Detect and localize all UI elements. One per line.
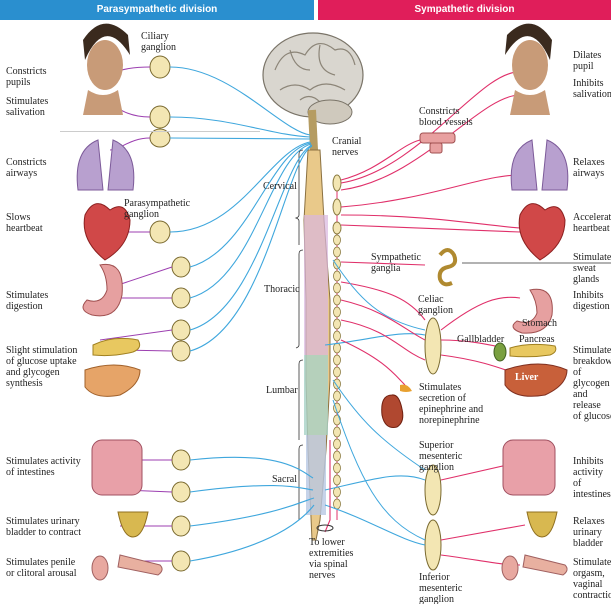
gallbladder-icon — [494, 343, 506, 361]
chain-ganglion — [334, 247, 341, 257]
label-inhibits-salivation: Inhibits salivation — [573, 78, 611, 100]
label-constricts-pupils: Constricts pupils — [6, 66, 47, 88]
label-arousal: Stimulates penile or clitoral arousal — [6, 557, 77, 579]
ganglia — [150, 56, 441, 571]
label-slows-heartbeat: Slows heartbeat — [6, 212, 43, 234]
label-stimulates-digestion: Stimulates digestion — [6, 290, 48, 312]
left-intestines-icon — [92, 440, 142, 495]
right-penis-icon — [523, 555, 567, 575]
preganglionic-symp — [333, 260, 425, 540]
label-stimulates-salivation: Stimulates salivation — [6, 96, 48, 118]
chain-ganglion — [334, 391, 341, 401]
right-heart-icon — [519, 204, 565, 260]
label-stimulates-intestines: Stimulates activity of intestines — [6, 456, 81, 478]
adrenal-icon — [400, 385, 412, 392]
label-celiac-ganglion: Celiac ganglion — [418, 294, 453, 316]
chain-ganglia — [334, 235, 341, 509]
label-cranial-nerves: Cranial nerves — [332, 136, 361, 158]
chain-ganglion — [334, 463, 341, 473]
chain-ganglion — [334, 283, 341, 293]
right-pancreas-icon — [510, 344, 556, 356]
label-pancreas: Pancreas — [519, 334, 555, 345]
inferior-mesenteric-ganglion — [425, 520, 441, 570]
label-lumbar: Lumbar — [266, 385, 298, 396]
chain-ganglion — [334, 367, 341, 377]
label-thoracic: Thoracic — [264, 284, 300, 295]
right-face-icon — [505, 24, 552, 115]
label-orgasm: Stimulates orgasm, vaginal contractions — [573, 557, 611, 601]
right-genital-icon — [502, 556, 518, 580]
label-superior-mesenteric: Superior mesenteric ganglion — [419, 440, 462, 473]
label-adrenal: Stimulates secretion of epinephrine and … — [419, 382, 483, 426]
chain-ganglion — [334, 487, 341, 497]
separator — [60, 131, 260, 132]
sweat-gland-icon — [440, 250, 455, 284]
left-bladder-icon — [118, 512, 148, 537]
chain-ganglion — [334, 307, 341, 317]
salivary-ganglion — [150, 106, 170, 128]
cardiac-ganglion — [150, 221, 170, 243]
label-relaxes-bladder: Relaxes urinary bladder — [573, 516, 605, 549]
chain-ganglion — [334, 475, 341, 485]
left-genital-icon — [92, 556, 108, 580]
blood-vessel-icon — [420, 133, 455, 153]
chain-ganglion — [334, 343, 341, 353]
chain-ganglion — [334, 259, 341, 269]
label-dilates-pupil: Dilates pupil — [573, 50, 601, 72]
label-sacral: Sacral — [272, 474, 297, 485]
label-gallbladder: Gallbladder — [457, 334, 504, 345]
label-sympathetic-ganglia: Sympathetic ganglia — [371, 252, 421, 274]
celiac-ganglion — [425, 318, 441, 374]
chain-ganglion — [334, 295, 341, 305]
left-stomach-icon — [83, 264, 122, 315]
kidney-icon — [382, 395, 403, 428]
label-inferior-mesenteric: Inferior mesenteric ganglion — [419, 572, 462, 604]
label-accelerates-heartbeat: Accelerates heartbeat — [573, 212, 611, 234]
left-lungs-icon — [77, 140, 134, 190]
label-constricts-airways: Constricts airways — [6, 157, 47, 179]
chain-ganglion — [334, 427, 341, 437]
chain-ganglion — [334, 319, 341, 329]
left-pancreas-icon — [93, 338, 140, 355]
chain-ganglion — [334, 355, 341, 365]
right-lungs-icon — [511, 140, 568, 190]
chain-ganglion — [334, 439, 341, 449]
right-bladder-icon — [527, 512, 557, 537]
left-liver-icon — [85, 365, 140, 396]
label-constricts-blood-vessels: Constricts blood vessels — [419, 106, 473, 128]
label-sweat-glands: Stimulates sweat glands — [573, 252, 611, 285]
label-relaxes-airways: Relaxes airways — [573, 157, 605, 179]
ciliary-ganglion — [150, 56, 170, 78]
right-intestines-icon — [503, 440, 555, 495]
label-glycogen-breakdown: Stimulates breakdown of glycogen and rel… — [573, 345, 611, 422]
chain-ganglion — [334, 451, 341, 461]
label-ciliary-ganglion: Ciliary ganglion — [141, 31, 176, 53]
label-parasympathetic-ganglion: Parasympathetic ganglion — [124, 198, 190, 220]
label-inhibits-digestion: Inhibits digestion — [573, 290, 610, 312]
parasympathetic-nerves — [170, 67, 425, 561]
left-penis-icon — [118, 555, 162, 575]
label-bladder-contract: Stimulates urinary bladder to contract — [6, 516, 81, 538]
chain-ganglion — [334, 499, 341, 509]
label-stomach: Stomach — [522, 318, 557, 329]
label-liver: Liver — [515, 372, 538, 383]
chain-ganglion — [334, 235, 341, 245]
chain-ganglion — [334, 331, 341, 341]
label-lower-extremities: To lower extremities via spinal nerves — [309, 537, 353, 581]
label-glucose-uptake: Slight stimulation of glucose uptake and… — [6, 345, 77, 389]
label-inhibits-intestines: Inhibits activity of intestines — [573, 456, 611, 500]
chain-ganglion — [334, 379, 341, 389]
lower-extremities-marker — [317, 525, 333, 531]
chain-ganglion — [334, 271, 341, 281]
label-cervical: Cervical — [263, 181, 297, 192]
region-brackets — [296, 150, 303, 520]
